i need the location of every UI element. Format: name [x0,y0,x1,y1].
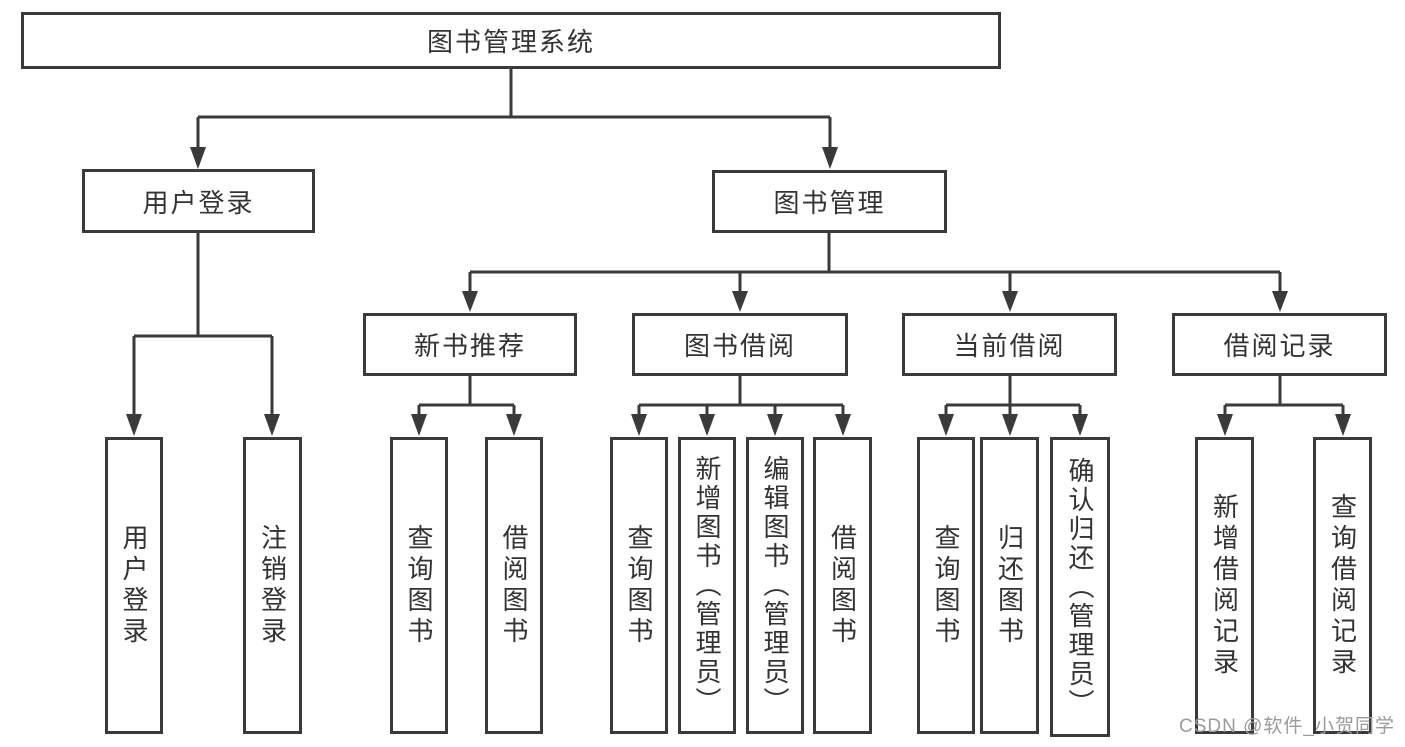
leaf-bb-add-books: 新增图书（管理员） [678,437,736,734]
arrowhead [126,414,142,436]
leaf-br-add-record: 新增借阅记录 [1195,437,1254,734]
leaf-logout-label: 注销登录 [257,523,288,648]
leaf-bb-query-books: 查询图书 [610,437,668,734]
watermark: CSDN @软件_小贺同学 [1179,716,1395,737]
leaf-cb-return-books: 归还图书 [980,437,1039,734]
connector-book-mgmt [468,233,1282,294]
arrowhead [462,291,478,312]
leaf-rec-borrow-books: 借阅图书 [485,437,543,734]
node-borrow-records: 借阅记录 [1172,313,1387,376]
leaf-cb-confirm-return: 确认归还（管理员） [1050,437,1110,737]
connector-paths [132,69,1345,418]
node-current-borrow: 当前借阅 [902,313,1117,376]
arrowhead [631,414,647,436]
connector-new-book-rec [417,376,516,418]
arrowhead [264,414,280,436]
leaf-br-add-record-label: 新增借阅记录 [1209,492,1240,679]
connector-current-borrow [944,376,1082,418]
leaf-rec-query-books: 查询图书 [390,437,448,734]
connector-user-login [132,233,274,418]
arrowhead [699,414,715,436]
arrowheads [126,147,1351,436]
leaf-rec-query-books-label: 查询图书 [404,523,434,648]
leaf-user-login: 用户登录 [105,437,163,734]
arrowhead [506,414,522,436]
arrowhead [1002,414,1018,436]
node-new-book-rec-label: 新书推荐 [413,331,526,361]
arrowhead [835,414,851,436]
arrowhead [732,291,748,312]
arrowhead [767,414,783,436]
node-new-book-rec: 新书推荐 [363,313,577,376]
node-borrow-records-label: 借阅记录 [1223,331,1336,361]
node-root: 图书管理系统 [21,12,1001,69]
leaf-bb-borrow-books-label: 借阅图书 [827,523,858,648]
arrowhead [1272,291,1288,312]
leaf-br-query-record: 查询借阅记录 [1313,437,1372,734]
arrowhead [822,147,838,169]
leaf-bb-borrow-books: 借阅图书 [813,437,872,734]
node-book-borrow-label: 图书借阅 [683,331,796,361]
leaf-rec-borrow-books-label: 借阅图书 [499,523,529,648]
leaf-cb-query-books: 查询图书 [917,437,975,734]
node-book-mgmt: 图书管理 [712,170,947,233]
leaf-br-query-record-label: 查询借阅记录 [1327,492,1358,679]
leaf-cb-query-books-label: 查询图书 [931,523,961,648]
node-user-login: 用户登录 [82,169,315,233]
node-book-borrow: 图书借阅 [632,313,848,376]
node-root-label: 图书管理系统 [426,27,595,57]
connector-book-borrow [637,376,845,418]
leaf-logout: 注销登录 [243,437,302,734]
leaf-cb-confirm-return-label: 确认归还（管理员） [1065,456,1095,718]
leaf-cb-return-books-label: 归还图书 [994,523,1025,648]
arrowhead [1072,414,1088,436]
leaf-bb-edit-books: 编辑图书（管理员） [746,437,804,734]
arrowhead [1002,291,1018,312]
arrowhead [1217,414,1233,436]
arrowhead [411,414,427,436]
node-book-mgmt-label: 图书管理 [773,188,886,218]
connector-borrow-records [1223,376,1345,418]
leaf-user-login-label: 用户登录 [119,523,149,648]
leaf-bb-add-books-label: 新增图书（管理员） [692,455,722,716]
connector-root [196,69,832,150]
arrowhead [1335,414,1351,436]
node-user-login-label: 用户登录 [142,187,255,218]
arrowhead [190,147,206,169]
leaf-bb-query-books-label: 查询图书 [624,523,654,648]
leaf-bb-edit-books-label: 编辑图书（管理员） [760,455,790,716]
arrowhead [938,414,954,436]
node-current-borrow-label: 当前借阅 [953,331,1066,361]
